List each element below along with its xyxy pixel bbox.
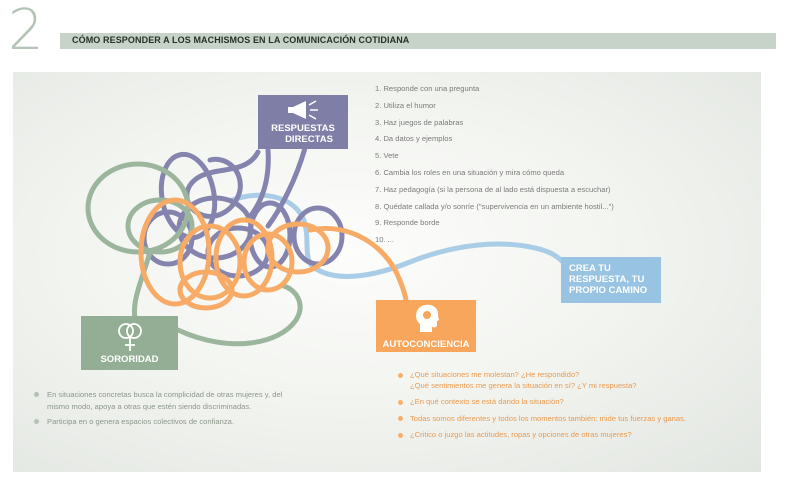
page-title: CÓMO RESPONDER A LOS MACHISMOS EN LA COM… <box>72 35 410 45</box>
respuestas-directas-box: RESPUESTAS DIRECTAS <box>258 95 348 149</box>
crea-tu-respuesta-box: CREA TU RESPUESTA, TU PROPIO CAMINO <box>561 257 661 303</box>
orange-scribble <box>138 197 409 311</box>
list-item: 4. Da datos y ejemplos <box>375 134 453 144</box>
list-item: En situaciones concretas busca la compli… <box>34 389 294 412</box>
list-item: ¿Critico o juzgo las actitudes, ropas y … <box>398 430 758 441</box>
female-symbols-icon <box>118 323 142 351</box>
list-item: 2. Utiliza el humor <box>375 100 436 110</box>
autoconciencia-box: AUTOCONCIENCIA <box>376 300 476 352</box>
autoconciencia-label: AUTOCONCIENCIA <box>382 339 470 350</box>
list-item: 9. Responde borde <box>375 218 440 228</box>
list-item: 7. Haz pedagogía (si la persona de al la… <box>375 184 611 194</box>
sororidad-list: En situaciones concretas busca la compli… <box>34 389 294 432</box>
chapter-number: 2 <box>8 0 44 63</box>
green-scribble <box>85 161 303 347</box>
list-item: 1. Responde con una pregunta <box>375 84 480 93</box>
list-item: Todas somos diferentes y todos los momen… <box>398 414 758 425</box>
blue-path-line <box>229 192 571 279</box>
list-item: ¿En qué contexto se está dando la situac… <box>398 397 758 408</box>
list-item: 10. ... <box>375 235 394 245</box>
sororidad-label: SORORIDAD <box>100 354 159 365</box>
list-item: 6. Cambia los roles en una situación y m… <box>375 167 565 177</box>
list-item: 8. Quédate callada y/o sonríe ("superviv… <box>375 201 614 211</box>
title-bar: CÓMO RESPONDER A LOS MACHISMOS EN LA COM… <box>60 33 776 49</box>
head-profile-icon <box>416 304 439 332</box>
autoconciencia-list: ¿Qué situaciones me molestan? ¿He respon… <box>398 370 758 447</box>
crea-tu-respuesta-label: CREA TU RESPUESTA, TU PROPIO CAMINO <box>569 263 648 296</box>
list-item: 5. Vete <box>375 151 399 161</box>
respuestas-directas-label: RESPUESTAS DIRECTAS <box>271 123 335 145</box>
respuestas-list: 1. Responde con una pregunta 2. Utiliza … <box>375 83 675 251</box>
megaphone-icon <box>288 100 318 120</box>
list-item: Participa en o genera espacios colectivo… <box>34 416 294 428</box>
sororidad-box: SORORIDAD <box>81 316 178 370</box>
list-item: ¿Qué situaciones me molestan? ¿He respon… <box>398 370 758 391</box>
list-item: 3. Haz juegos de palabras <box>375 117 464 127</box>
